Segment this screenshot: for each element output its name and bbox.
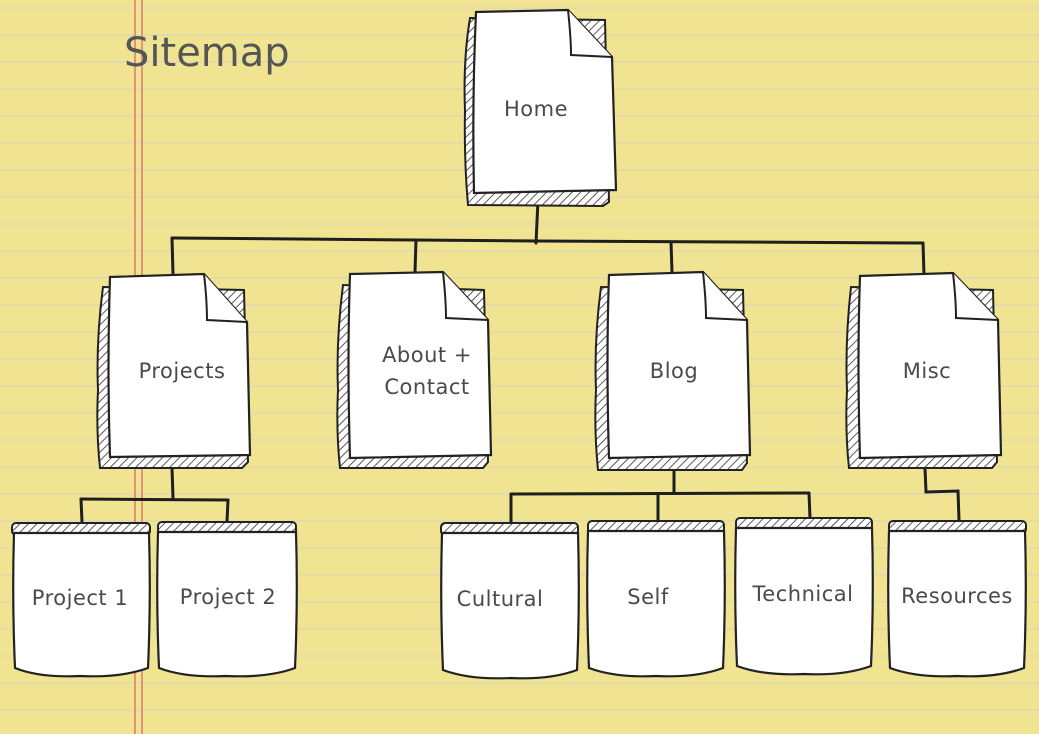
node-cultural-label: Cultural — [457, 587, 544, 611]
node-project1-label: Project 1 — [32, 586, 128, 610]
node-home-label: Home — [504, 97, 568, 121]
node-technical-label: Technical — [752, 582, 854, 606]
node-about-label-line1: About + — [382, 343, 472, 367]
node-cultural: Cultural — [440, 522, 580, 680]
node-resources: Resources — [887, 520, 1027, 678]
connectors — [79, 198, 961, 526]
node-home: Home — [463, 8, 618, 208]
node-technical: Technical — [734, 517, 874, 676]
diagram-title: Sitemap — [124, 30, 290, 76]
node-project1: Project 1 — [11, 522, 151, 678]
node-self-label: Self — [627, 585, 669, 609]
node-projects-label: Projects — [139, 359, 226, 383]
node-blog: Blog — [594, 270, 752, 471]
node-project2: Project 2 — [156, 521, 298, 678]
node-about-label-line2: Contact — [384, 375, 469, 399]
node-misc: Misc — [845, 271, 1003, 469]
node-self: Self — [586, 520, 726, 678]
node-projects: Projects — [96, 272, 252, 469]
node-blog-label: Blog — [650, 359, 698, 383]
node-misc-label: Misc — [903, 359, 951, 383]
node-resources-label: Resources — [901, 584, 1013, 608]
node-about-contact: About + Contact — [336, 270, 493, 469]
node-project2-label: Project 2 — [180, 585, 276, 609]
